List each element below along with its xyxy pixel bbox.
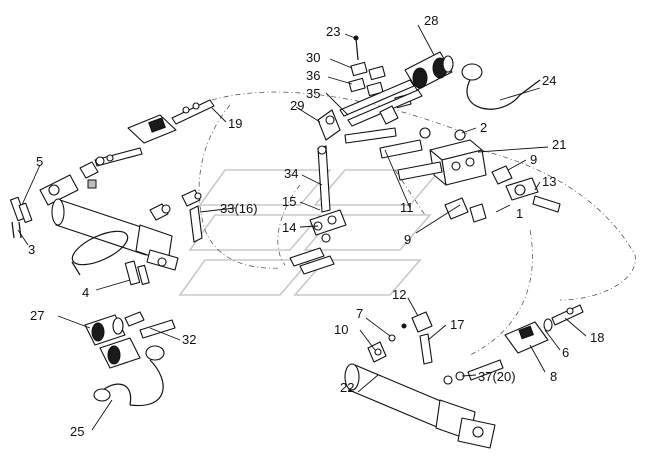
callout-34: 34 [284, 166, 298, 181]
callout-37-20: 37(20) [478, 369, 516, 384]
tee-13 [505, 177, 561, 213]
adapter-32 [124, 311, 176, 339]
plug-2 [454, 129, 466, 141]
pin-4 [124, 260, 150, 286]
dust-cap-25 [93, 345, 165, 407]
callout-10: 10 [334, 322, 348, 337]
callout-33-16: 33(16) [220, 201, 258, 216]
callout-9-upper: 9 [530, 152, 537, 167]
callout-35: 35 [306, 86, 320, 101]
callout-5: 5 [36, 154, 43, 169]
callout-labels: 1 2 3 4 5 6 7 8 9 9 10 11 12 13 14 15 17… [28, 13, 604, 439]
callout-14: 14 [282, 220, 296, 235]
leader-lines [17, 24, 587, 431]
quick-coupler-27 [84, 314, 141, 369]
watermark-logo [178, 169, 442, 296]
callout-3: 3 [28, 242, 35, 257]
callout-18: 18 [590, 330, 604, 345]
valve-block-21 [429, 139, 487, 186]
callout-8: 8 [550, 369, 557, 384]
washer-6 [543, 318, 553, 332]
clamp-blocks [348, 61, 412, 109]
elbow-fitting-33 [181, 189, 203, 243]
elbow-11 [444, 197, 487, 223]
callout-25: 25 [70, 424, 84, 439]
hose-pair-35 [339, 79, 423, 127]
routing-lines [198, 91, 636, 356]
callout-1: 1 [516, 206, 523, 221]
hose-34 [317, 145, 331, 213]
cable-tie [71, 230, 129, 276]
adapter-17 [419, 333, 433, 365]
callout-30: 30 [306, 50, 320, 65]
adapter-right-elbow [379, 105, 399, 125]
hose-line-19 [94, 99, 215, 167]
callout-2: 2 [480, 120, 487, 135]
split-pin-3 [11, 221, 22, 239]
callout-19: 19 [228, 116, 242, 131]
pin-5 [9, 196, 33, 224]
adapter-9-right [491, 165, 513, 185]
quick-coupler-28 [404, 51, 454, 91]
seal-7 [388, 334, 396, 342]
hose-end-18 [551, 304, 584, 326]
callout-29: 29 [290, 98, 304, 113]
fitting-37 [443, 359, 504, 385]
callout-23: 23 [326, 24, 340, 39]
callout-27: 27 [30, 308, 44, 323]
hose-fittings-lower-left [289, 247, 335, 275]
callout-32: 32 [182, 332, 196, 347]
callout-12: 12 [392, 287, 406, 302]
cylinder-fitting-lower [149, 203, 171, 221]
left-cylinder [39, 174, 179, 271]
callout-7: 7 [356, 306, 363, 321]
fitting-set-left-of-block [344, 127, 443, 181]
callout-24: 24 [542, 73, 556, 88]
callout-21: 21 [552, 137, 566, 152]
elbow-12 [401, 311, 433, 333]
callout-36: 36 [306, 68, 320, 83]
tee-fitting-14 [309, 209, 347, 243]
callout-6: 6 [562, 345, 569, 360]
elbow-29 [317, 109, 341, 141]
callout-22: 22 [340, 380, 354, 395]
right-cylinder-22 [344, 363, 496, 449]
callout-4: 4 [82, 285, 89, 300]
bolt-23 [353, 35, 359, 61]
callout-9-lower: 9 [404, 232, 411, 247]
callout-11: 11 [400, 200, 414, 215]
valve-8 [504, 321, 549, 354]
dust-cap-24 [461, 63, 541, 110]
callout-15: 15 [282, 194, 296, 209]
cylinder-fitting-upper [79, 161, 99, 189]
callout-13: 13 [542, 174, 556, 189]
callout-28: 28 [424, 13, 438, 28]
callout-17: 17 [450, 317, 464, 332]
